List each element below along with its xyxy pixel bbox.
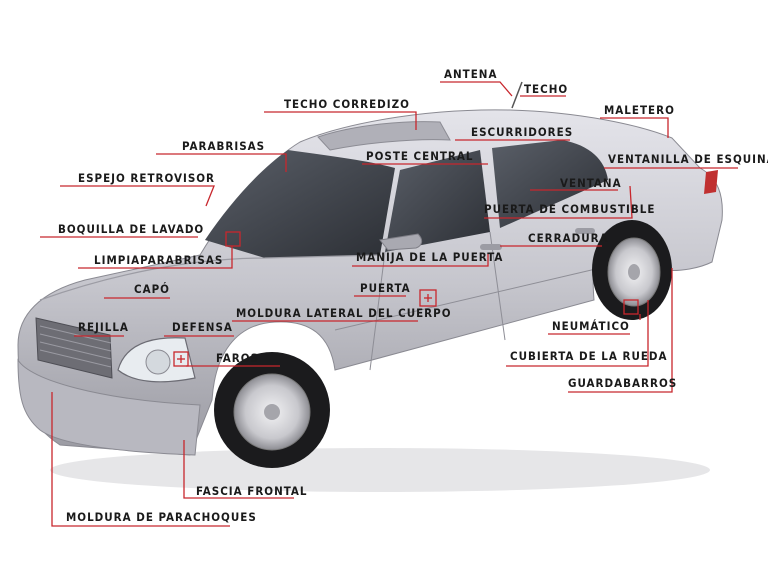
label-sunroof: TECHO CORREDIZO: [284, 97, 410, 111]
windshield-glass: [205, 150, 395, 258]
rear-hub: [628, 264, 640, 280]
label-wheel-cover: CUBIERTA DE LA RUEDA: [510, 349, 668, 363]
label-drip-rails: ESCURRIDORES: [471, 125, 573, 139]
antenna-rod: [512, 82, 522, 108]
label-fender: DEFENSA: [172, 320, 233, 334]
label-door: PUERTA: [360, 281, 411, 295]
label-bumper-molding: MOLDURA DE PARACHOQUES: [66, 510, 257, 524]
label-grille: REJILLA: [78, 320, 129, 334]
label-roof: TECHO: [524, 82, 568, 96]
label-lock: CERRADURA: [528, 231, 609, 245]
label-antenna: ANTENA: [444, 67, 497, 81]
label-fuel-door: PUERTA DE COMBUSTIBLE: [484, 202, 655, 216]
label-body-side-molding: MOLDURA LATERAL DEL CUERPO: [236, 306, 452, 320]
tail-light: [704, 170, 718, 194]
label-headlights: FAROS: [216, 351, 259, 365]
label-side-mirror: ESPEJO RETROVISOR: [78, 171, 215, 185]
front-hub: [264, 404, 280, 420]
label-wiper: LIMPIAPARABRISAS: [94, 253, 223, 267]
label-tire: NEUMÁTICO: [552, 319, 630, 333]
label-front-fascia: FASCIA FRONTAL: [196, 484, 308, 498]
label-trunk: MALETERO: [604, 103, 675, 117]
label-windshield: PARABRISAS: [182, 139, 265, 153]
label-window: VENTANA: [560, 176, 622, 190]
label-washer-nozzle: BOQUILLA DE LAVADO: [58, 222, 204, 236]
label-hood: CAPÓ: [134, 282, 170, 296]
headlight-lens: [146, 350, 170, 374]
ground-shadow: [50, 448, 710, 492]
label-center-pillar: POSTE CENTRAL: [366, 149, 474, 163]
label-door-handle: MANIJA DE LA PUERTA: [356, 250, 503, 264]
label-mud-guard: GUARDABARROS: [568, 376, 677, 390]
label-quarter-window: VENTANILLA DE ESQUINA: [608, 152, 768, 166]
